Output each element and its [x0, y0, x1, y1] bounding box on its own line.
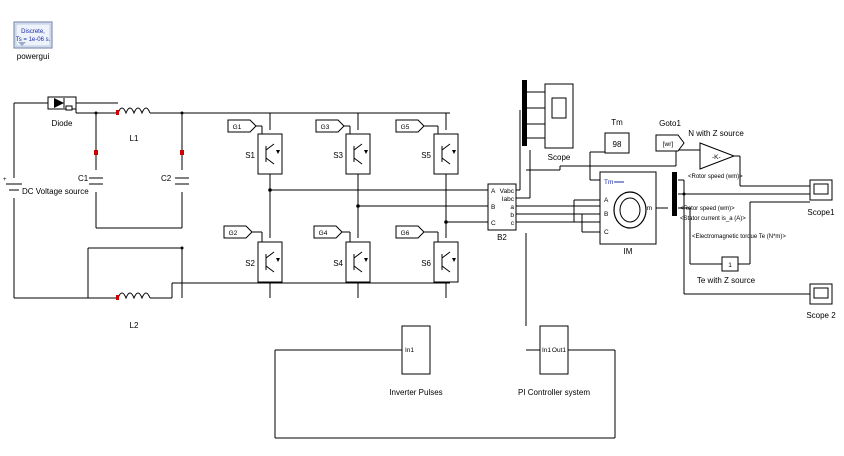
- te-block[interactable]: 1: [721, 256, 739, 272]
- pi-controller-block[interactable]: In1 Out1: [539, 325, 569, 375]
- pi-controller-label: PI Controller system: [518, 388, 590, 397]
- induction-motor[interactable]: Tm A B C m: [599, 171, 657, 245]
- capacitor-c2[interactable]: [175, 150, 189, 185]
- s6-label: S6: [421, 259, 431, 268]
- svg-text:Tm: Tm: [604, 179, 613, 186]
- svg-text:B: B: [604, 211, 608, 218]
- s3-label: S3: [333, 151, 343, 160]
- svg-text:G1: G1: [233, 124, 242, 131]
- switch-s1[interactable]: [257, 133, 283, 175]
- s5-label: S5: [421, 151, 431, 160]
- c2-label: C2: [161, 174, 172, 183]
- scope1-block[interactable]: [809, 179, 833, 201]
- svg-text:98: 98: [613, 140, 622, 149]
- goto-label: Goto1: [659, 119, 681, 128]
- gate-g3[interactable]: G3: [315, 119, 351, 134]
- tm-constant-block[interactable]: 98: [604, 132, 630, 154]
- c1-label: C1: [78, 174, 89, 183]
- switch-s4[interactable]: [345, 241, 371, 283]
- diode-symbol-icon: [54, 98, 64, 108]
- junction-dots: [94, 111, 686, 250]
- svg-text:A: A: [604, 197, 609, 204]
- svg-text:[wr]: [wr]: [663, 141, 674, 148]
- s2-label: S2: [245, 259, 255, 268]
- svg-text:G5: G5: [401, 124, 410, 131]
- goto-block[interactable]: [wr]: [655, 134, 685, 152]
- scope-top-label: Scope: [548, 153, 571, 162]
- svg-text:C: C: [491, 220, 496, 227]
- measurement-block-b2[interactable]: A B C Vabc Iabc a b c: [487, 183, 517, 231]
- inverter-pulses-block[interactable]: In1: [401, 325, 431, 375]
- scope2-block[interactable]: [809, 283, 833, 305]
- diode-block[interactable]: [47, 96, 77, 111]
- gate-g6[interactable]: G6: [395, 225, 439, 242]
- signal-stator-current: <Stator current is_a (A)>: [680, 216, 746, 222]
- svg-text:In1: In1: [542, 347, 551, 354]
- svg-text:Vabc: Vabc: [500, 188, 515, 195]
- powergui-block[interactable]: Discrete, Ts = 1e-06 s.: [13, 21, 53, 49]
- svg-text:c: c: [511, 220, 515, 227]
- signal-torque: <Electromagnetic torque Te (N*m)>: [692, 234, 786, 240]
- svg-text:G2: G2: [229, 230, 238, 237]
- power-wiring: [13, 102, 810, 439]
- svg-text:m: m: [647, 205, 652, 212]
- s4-label: S4: [333, 259, 343, 268]
- switch-s2[interactable]: [257, 241, 283, 283]
- svg-text:1: 1: [728, 262, 732, 269]
- gain-label: N with Z source: [688, 129, 744, 138]
- gate-g4[interactable]: G4: [313, 225, 351, 242]
- l2-label: L2: [130, 321, 139, 330]
- s1-label: S1: [245, 151, 255, 160]
- powergui-label: powergui: [17, 52, 50, 61]
- svg-text:In1: In1: [405, 347, 414, 354]
- switch-s5[interactable]: [433, 133, 459, 175]
- gate-g5[interactable]: G5: [395, 119, 439, 134]
- svg-text:a: a: [510, 204, 514, 211]
- capacitor-c1[interactable]: [89, 150, 103, 185]
- motor-label: IM: [624, 247, 633, 256]
- motor-rotor-icon: [613, 191, 647, 229]
- signal-rotor-speed-gain: <Rotor speed (wm)>: [688, 174, 743, 180]
- svg-text:G6: G6: [401, 230, 410, 237]
- scope1-label: Scope1: [807, 208, 835, 217]
- svg-text:Out1: Out1: [552, 347, 566, 354]
- te-label: Te with Z source: [697, 276, 756, 285]
- svg-text:+: +: [3, 177, 7, 183]
- svg-text:G4: G4: [319, 230, 328, 237]
- gain-block[interactable]: -K-: [699, 142, 736, 170]
- scope-top[interactable]: [522, 80, 574, 149]
- gate-g2[interactable]: G2: [223, 225, 263, 242]
- svg-text:Iabc: Iabc: [502, 196, 515, 203]
- dc-source-label: DC Voltage source: [22, 187, 89, 196]
- dc-voltage-source[interactable]: +: [3, 177, 22, 191]
- scope2-label: Scope 2: [806, 311, 836, 320]
- inductor-l1[interactable]: [110, 107, 151, 115]
- svg-text:A: A: [491, 188, 496, 195]
- inductor-l2[interactable]: [116, 292, 151, 300]
- gate-g1[interactable]: G1: [227, 119, 263, 134]
- bus-selector[interactable]: [672, 172, 677, 216]
- powergui-mode: Discrete,: [21, 29, 45, 35]
- signal-rotor-speed: <Rotor speed (wm)>: [680, 206, 735, 212]
- diode-label: Diode: [52, 119, 73, 128]
- powergui-ts: Ts = 1e-06 s.: [16, 37, 51, 43]
- inverter-pulses-label: Inverter Pulses: [389, 388, 442, 397]
- svg-text:-K-: -K-: [712, 154, 721, 161]
- svg-text:C: C: [604, 229, 609, 236]
- powergui-arrow-icon: [18, 42, 26, 46]
- svg-text:G3: G3: [321, 124, 330, 131]
- switch-s6[interactable]: [433, 241, 459, 283]
- b2-label: B2: [497, 233, 507, 242]
- l1-label: L1: [130, 134, 139, 143]
- tm-label: Tm: [611, 118, 623, 127]
- svg-text:b: b: [510, 212, 514, 219]
- svg-text:B: B: [491, 204, 495, 211]
- switch-s3[interactable]: [345, 133, 371, 175]
